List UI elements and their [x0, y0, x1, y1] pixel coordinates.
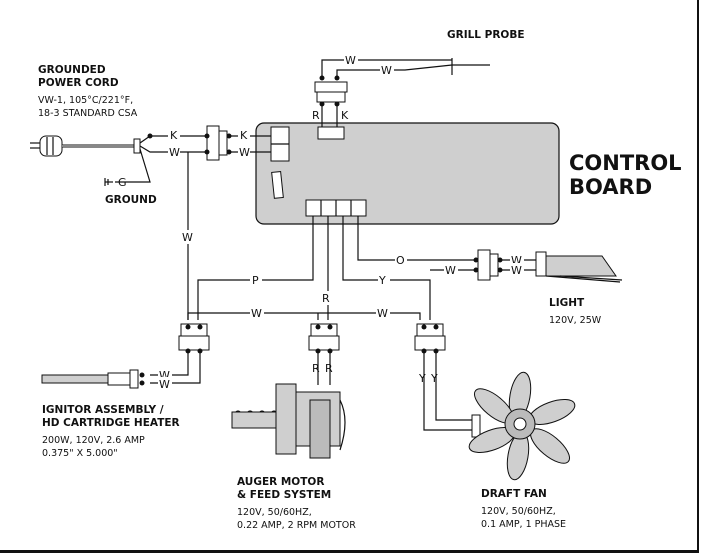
ignitor-title: HD CARTRIDGE HEATER	[42, 417, 180, 429]
wire-label: W	[345, 54, 356, 67]
ignitor-spec: 0.375" X 5.000"	[42, 448, 118, 459]
ignitor-connector	[178, 323, 210, 354]
ignitor-heater-icon	[41, 369, 145, 389]
wire-label: R	[312, 109, 320, 122]
auger-motor-icon	[231, 383, 346, 459]
auger-title: AUGER MOTOR	[237, 476, 324, 488]
power-cord-title: GROUNDED	[38, 64, 106, 76]
power-cord-spec: 18-3 STANDARD CSA	[38, 108, 138, 119]
light-connector	[473, 249, 503, 281]
wire-label: P	[252, 274, 259, 287]
light-icon	[535, 251, 623, 283]
probe-connector	[314, 75, 348, 107]
wire-label: K	[341, 109, 349, 122]
light-spec: 120V, 25W	[549, 315, 602, 326]
wire-label: W	[251, 307, 262, 320]
auger-spec: 120V, 50/60HZ,	[237, 507, 312, 518]
draft-fan-icon	[468, 371, 576, 481]
wire-label: W	[159, 378, 170, 391]
power-cord-spec: VW-1, 105°C/221°F,	[38, 95, 133, 106]
wire-label: K	[170, 129, 178, 142]
wire-label: R	[312, 362, 320, 375]
fan-title: DRAFT FAN	[481, 488, 547, 500]
board-fuse	[271, 170, 284, 199]
grill-probe-label: GRILL PROBE	[447, 29, 525, 41]
wire-label: R	[322, 292, 330, 305]
fan-spec: 0.1 AMP, 1 PHASE	[481, 519, 566, 530]
power-cord-title: POWER CORD	[38, 77, 119, 89]
auger-connector	[308, 323, 340, 354]
wire-label: W	[381, 64, 392, 77]
fan-connector	[414, 323, 446, 354]
wire-label: R	[325, 362, 333, 375]
fan-spec: 120V, 50/60HZ,	[481, 506, 556, 517]
wire-label: W	[239, 146, 250, 159]
control-board-body	[255, 122, 560, 225]
wire-label: W	[511, 264, 522, 277]
wire-label: K	[240, 129, 248, 142]
ignitor-spec: 200W, 120V, 2.6 AMP	[42, 435, 145, 446]
wire-label: W	[377, 307, 388, 320]
wire-label: W	[445, 264, 456, 277]
power-plug-icon	[30, 135, 141, 157]
wire-label: O	[396, 254, 405, 267]
wire-label: Y	[418, 372, 426, 385]
light-label: LIGHT	[549, 297, 585, 309]
wire-label: W	[182, 231, 193, 244]
board-probe-terminal	[317, 126, 345, 140]
control-board-label: BOARD	[569, 175, 652, 199]
wire-label: W	[511, 254, 522, 267]
wire-label: G	[118, 176, 127, 189]
auger-title: & FEED SYSTEM	[237, 489, 331, 501]
ground-label: GROUND	[105, 194, 157, 206]
wire-label: W	[169, 146, 180, 159]
auger-spec: 0.22 AMP, 2 RPM MOTOR	[237, 520, 356, 531]
wire-label: Y	[378, 274, 386, 287]
wire-label: Y	[430, 372, 438, 385]
control-board-label: CONTROL	[569, 151, 682, 175]
wire-label: W	[159, 369, 170, 382]
ignitor-title: IGNITOR ASSEMBLY /	[42, 404, 164, 416]
power-connector	[204, 125, 232, 161]
